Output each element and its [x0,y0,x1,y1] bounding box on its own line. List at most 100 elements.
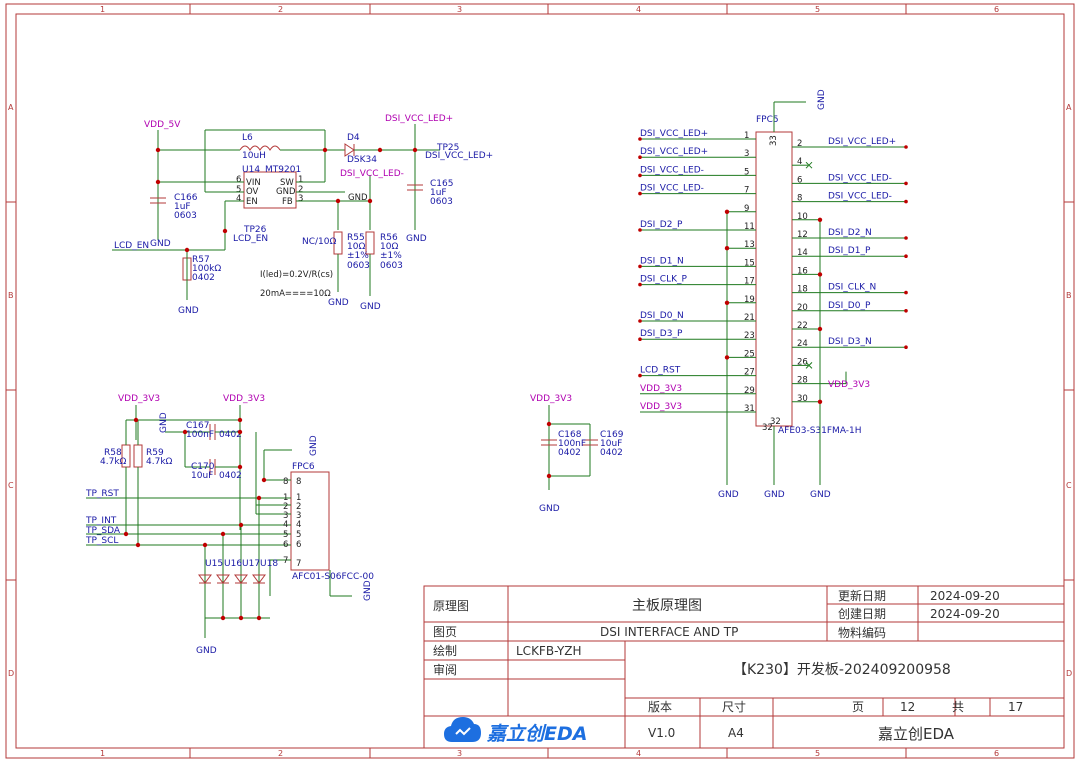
u16-ref: U16 [224,559,242,569]
fpc6-pin-3: 3 [283,511,288,521]
fpc5-right-pin-row: 26 [792,357,813,369]
fpc5-pin32-left: 32 [762,423,773,433]
tb-project: 【K230】开发板-202409200958 [733,662,951,678]
tp-int-net: TP_INT [85,516,117,526]
u14-pin-1: 1 [298,175,303,185]
fpc5-pin-number: 26 [797,357,808,367]
fpc5-pin-number: 29 [744,386,755,396]
fpc5-left-net-label: DSI_D0_N [640,311,684,321]
r55-package: 0603 [347,261,370,271]
fpc5-left-net-label: DSI_VCC_LED+ [640,147,708,157]
ruler-col-1-bottom: 1 [100,749,105,758]
fpc5-left-net-label: DSI_D3_P [640,329,683,339]
esd-gnd: GND [196,646,217,656]
c165-package: 0603 [430,197,453,207]
u14-pin-fb: FB [282,197,293,207]
fpc5-pin-number: 17 [744,277,755,287]
c169-value: 10uF [600,439,622,449]
led-driver-block: VDD_5V L6 10uH D4 DSK34 DSI_VCC_LED+ TP2… [112,114,493,316]
fpc5-pin-number: 9 [744,204,749,214]
d4-ref: D4 [347,133,360,143]
ruler-col-3: 3 [457,5,462,14]
fpc6-pin-6: 6 [283,540,288,550]
fpc6-bottom-gnd: GND [363,580,373,601]
fpc5-pin-number: 27 [744,368,755,378]
c166-value: 1uF [174,202,191,212]
r56-value: 10Ω [380,242,398,252]
fpc5-right-pin-row: 30 [792,394,823,404]
tb-label-total: 共 [952,700,964,714]
fpc5-pin-number: 19 [744,295,755,305]
u14-gnd-label: GND [348,193,368,203]
fpc5-left-pin-row: 13 [724,240,756,251]
fpc5-pin-number: 14 [797,248,808,258]
connector-fpc6 [290,471,330,571]
fpc5-block: FPC5 AFE03-S31FMA-1H 33 32 32 GND GND GN… [638,89,908,500]
ruler-col-1: 1 [100,5,105,14]
fpc6-pin-5: 5 [283,530,288,540]
logo: 嘉立创EDA [444,717,587,745]
tb-label-drawn: 绘制 [433,643,457,658]
tb-page-no: 12 [900,700,915,714]
fpc5-right-net-label: DSI_VCC_LED- [828,192,892,202]
fpc6-inner-5: 5 [296,530,301,540]
ruler-col-5-bottom: 5 [815,749,820,758]
fpc5-right-pin-row: 16 [792,266,823,277]
tb-label-create: 创建日期 [838,607,886,621]
fpc6-pin-1: 1 [283,493,288,503]
fpc5-pin-number: 12 [797,230,808,240]
r55-ref: R55 [347,233,365,243]
tb-label-page: 图页 [433,625,457,639]
fpc5-vdd3v3-right: VDD_3V3 [828,380,870,390]
fpc5-pin-number: 5 [744,167,749,177]
fpc5-left-net-label: VDD_3V3 [640,384,682,394]
ruler-row-a-right: A [1066,103,1072,112]
tp25-net: DSI_VCC_LED+ [425,151,493,161]
tb-drawn-by: LCKFB-YZH [516,644,582,658]
fpc5-pin-number: 24 [797,339,808,349]
tp-rst-net: TP_RST [85,489,119,499]
tb-label-version: 版本 [648,700,672,714]
fpc5-right-net-label: DSI_D3_N [828,337,872,347]
tb-version: V1.0 [648,726,675,740]
u14-pin-vin: VIN [246,178,261,188]
ruler-row-b: B [8,291,14,300]
fpc5-right-pin-row: 4 [792,157,813,169]
fpc5-left-pins: 1DSI_VCC_LED+3DSI_VCC_LED+5DSI_VCC_LED-7… [638,129,756,414]
fpc6-inner-2: 2 [296,502,301,512]
fpc5-right-pin-row: 22 [792,321,823,332]
vdd5v-label: VDD_5V [144,120,181,130]
tp-scl-net: TP_SCL [85,536,118,546]
fpc6-inner-7: 7 [296,559,301,569]
c169-package: 0402 [600,448,623,458]
r56-gnd: GND [360,302,381,312]
c167-gnd: GND [159,412,169,433]
ruler-col-5: 5 [815,5,820,14]
ruler-col-2-bottom: 2 [278,749,283,758]
r58-ref: R58 [104,448,122,458]
u14-pin-sw: SW [280,178,294,188]
fpc5-pin-number: 28 [797,376,808,386]
ruler-col-4-bottom: 4 [636,749,641,758]
ruler-row-b-right: B [1066,291,1072,300]
tb-label-review: 审阅 [433,662,457,677]
tp-vdd3v3-right: VDD_3V3 [223,394,265,404]
fpc5-pin-number: 16 [797,266,808,276]
fpc5-right-net-label: DSI_D0_P [828,301,871,311]
fpc5-pin-number: 30 [797,394,808,404]
c165-gnd: GND [406,234,427,244]
l6-value: 10uH [242,151,266,161]
tb-size: A4 [728,726,744,740]
fpc5-pin-number: 7 [744,186,749,196]
tb-label-schematic: 原理图 [433,599,469,613]
title-block: 原理图 主板原理图 图页 DSI INTERFACE AND TP 绘制 LCK… [423,585,1065,749]
fpc5-pin-number: 8 [797,194,802,204]
